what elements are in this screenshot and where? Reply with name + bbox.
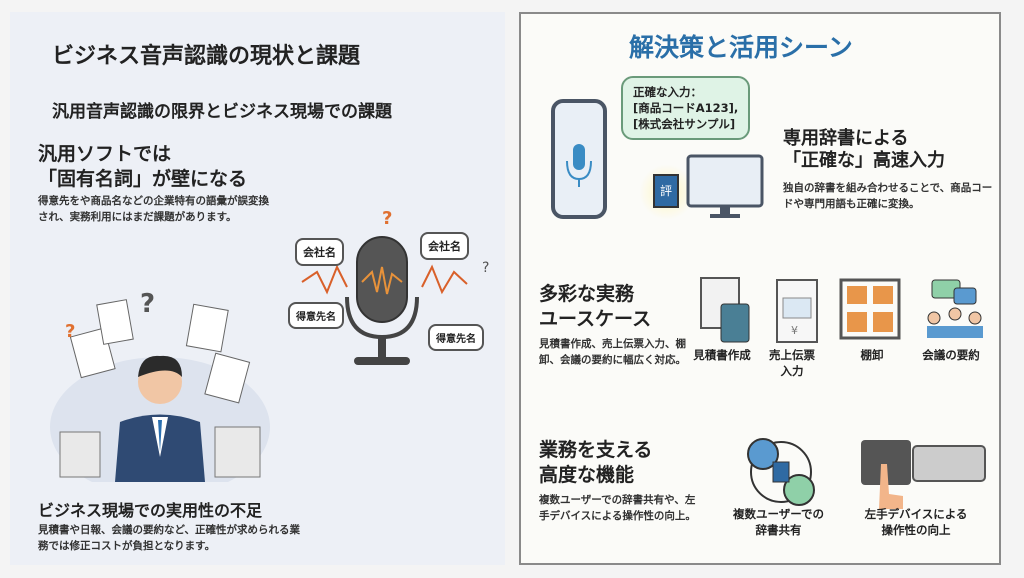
heading-line: ユースケース bbox=[539, 308, 652, 330]
sales-slip-icon: ¥ bbox=[776, 279, 818, 343]
left-title: ビジネス音声認識の現状と課題 bbox=[52, 44, 361, 69]
microphone-illustration: ?? bbox=[301, 208, 489, 365]
feature3-heading: 業務を支える 高度な機能 bbox=[539, 438, 652, 488]
advanced-feature-icons bbox=[747, 438, 986, 509]
bubble-client-name: 得意先名 bbox=[428, 324, 484, 351]
feature2-body: 見積書作成、売上伝票入力、棚卸、会議の要約に幅広く対応。 bbox=[539, 338, 686, 366]
svg-text:?: ? bbox=[382, 208, 392, 229]
section2-heading: ビジネス現場での実用性の不足 bbox=[38, 501, 263, 520]
heading-line: 「正確な」高速入力 bbox=[783, 150, 945, 171]
svg-text:?: ? bbox=[482, 260, 489, 276]
feature-label: 複数ユーザーでの 辞書共有 bbox=[732, 507, 825, 537]
bubble-company-name: 会社名 bbox=[420, 232, 469, 260]
svg-text:?: ? bbox=[140, 289, 155, 319]
speech-bubble: 正確な入力： [商品コードA123], [株式会社サンプル] bbox=[621, 76, 751, 140]
meeting-icon bbox=[927, 279, 983, 338]
left-subtitle: 汎用音声認識の限界とビジネス現場での課題 bbox=[52, 102, 392, 122]
usecase-label: 見積書作成 bbox=[693, 348, 751, 362]
quote-calculator-icon bbox=[700, 277, 750, 343]
shared-dictionary-icon bbox=[747, 438, 815, 506]
section1-body: 得意先をや商品名などの企業特有の語彙が誤変換され、実務利用にはまだ課題があります… bbox=[38, 195, 269, 223]
heading-line: 「固有名詞」が壁になる bbox=[38, 168, 248, 190]
stressed-man-illustration: ?? bbox=[50, 289, 270, 482]
feature1-heading: 専用辞書による 「正確な」高速入力 bbox=[783, 128, 945, 172]
inventory-shelf-icon bbox=[839, 278, 901, 340]
heading-line: 汎用ソフトでは bbox=[38, 143, 172, 165]
feature1-body: 独自の辞書を組み合わせることで、商品コードや専門用語も正確に変換。 bbox=[783, 182, 993, 210]
heading-line: 業務を支える bbox=[539, 439, 653, 461]
speech-line: [商品コードA123], bbox=[633, 101, 739, 115]
svg-text:?: ? bbox=[65, 321, 75, 342]
svg-text:¥: ¥ bbox=[791, 324, 798, 337]
feature-label: 左手デバイスによる 操作性の向上 bbox=[864, 507, 968, 537]
right-panel: 解決策と活用シーン 正確な入力： [商品コードA123], [株式会社サンプル]… bbox=[519, 12, 1001, 565]
usecase-label: 棚卸 bbox=[860, 348, 884, 362]
right-title: 解決策と活用シーン bbox=[629, 33, 853, 62]
speech-line: [株式会社サンプル] bbox=[633, 117, 736, 131]
keyboard-hand-icon bbox=[861, 440, 986, 509]
heading-line: 専用辞書による bbox=[783, 128, 909, 149]
dictionary-icon: 評 bbox=[653, 174, 679, 208]
speech-line: 正確な入力： bbox=[633, 85, 702, 99]
monitor-icon bbox=[686, 154, 764, 218]
smartphone-mic-icon bbox=[551, 99, 607, 219]
section2-body: 見積書や日報、会議の要約など、正確性が求められる業務では修正コストが負担となりま… bbox=[38, 524, 300, 552]
usecase-icons: ¥ bbox=[700, 277, 983, 343]
usecase-label: 会議の要約 bbox=[922, 348, 980, 362]
feature2-heading: 多彩な実務 ユースケース bbox=[539, 282, 651, 332]
bubble-client-name: 得意先名 bbox=[288, 302, 344, 329]
feature3-body: 複数ユーザーでの辞書共有や、左手デバイスによる操作性の向上。 bbox=[539, 494, 696, 522]
usecase-label: 売上伝票 入力 bbox=[769, 348, 815, 378]
heading-line: 多彩な実務 bbox=[539, 283, 635, 305]
bubble-company-name: 会社名 bbox=[295, 238, 344, 266]
heading-line: 高度な機能 bbox=[539, 464, 635, 486]
section1-heading: 汎用ソフトでは 「固有名詞」が壁になる bbox=[38, 142, 247, 192]
left-panel: ビジネス音声認識の現状と課題 汎用音声認識の限界とビジネス現場での課題 汎用ソフ… bbox=[10, 12, 505, 565]
